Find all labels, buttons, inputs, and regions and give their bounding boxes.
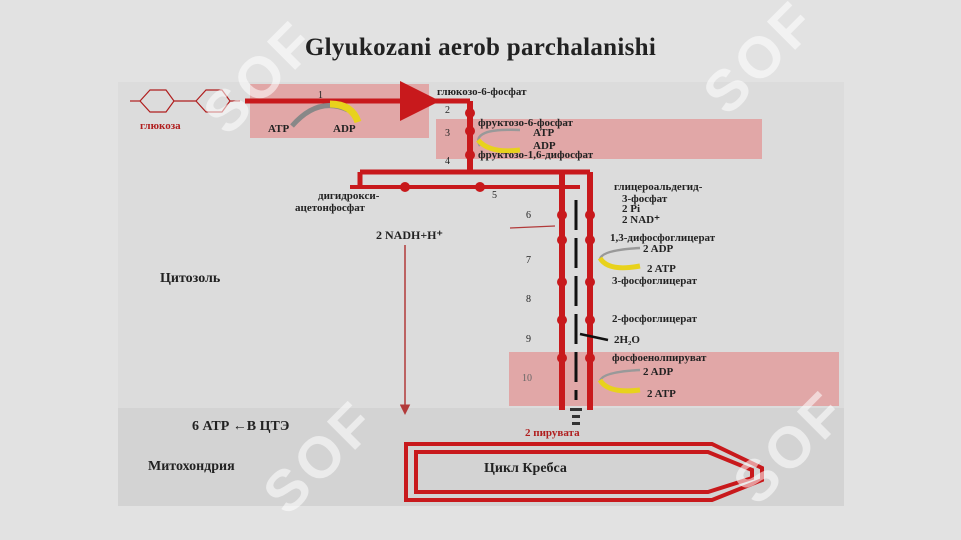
step-number-5: 5 <box>492 190 497 201</box>
f6p-label: фруктозо-6-фосфат <box>478 117 573 129</box>
step3-cofactor-arrow <box>476 138 521 154</box>
step-number-3: 3 <box>445 128 450 139</box>
step-number-10: 10 <box>522 373 532 384</box>
g3p-label-line2: 3-фосфат <box>622 193 668 205</box>
pi-label: 2 Pi <box>622 203 641 215</box>
f16bp-label: фруктозо-1,6-дифосфат <box>478 149 594 161</box>
step1-adp-label: ADP <box>333 123 356 135</box>
step-number-4: 4 <box>445 156 450 167</box>
step7-atp-label: 2 ATP <box>647 263 676 275</box>
step-number-1: 1 <box>318 90 323 101</box>
step7-cofactor-arrow <box>597 256 641 271</box>
nad-label: 2 NAD⁺ <box>622 214 660 226</box>
step10-adp-label: 2 ADP <box>643 366 674 378</box>
cytosol-label: Цитозоль <box>160 271 221 286</box>
g6p-label: глюкозо-6-фосфат <box>437 86 527 98</box>
etc-label: 6 АТР ←В ЦТЭ <box>192 419 290 434</box>
step10-cofactor-arrow <box>597 378 641 394</box>
h2o-label: 2H₂O <box>614 334 640 346</box>
dhap-label-line1: дигидрокси- <box>318 190 380 202</box>
pg2-label: 2-фосфоглицерат <box>612 313 698 325</box>
bpg13-label: 1,3-дифосфоглицерат <box>610 232 716 244</box>
glucose-structure-icon <box>130 89 240 113</box>
step10-atp-label: 2 ATP <box>647 388 676 400</box>
highlight-box-step1 <box>250 84 429 138</box>
krebs-cycle-frame <box>404 442 764 502</box>
nadh-label: 2 NADH+H⁺ <box>376 228 443 242</box>
pyruvate-label: 2 пирувата <box>525 427 580 439</box>
step-number-9: 9 <box>526 334 531 345</box>
slide-title: Glyukozani aerob parchalanishi <box>304 34 657 61</box>
pyruvate-structure-icon <box>570 408 582 425</box>
g3p-label-line1: глицероальдегид- <box>614 181 703 193</box>
step7-adp-label: 2 ADP <box>643 243 674 255</box>
step1-cofactor-arrow <box>329 100 362 124</box>
step-number-7: 7 <box>526 255 531 266</box>
pg3-label: 3-фосфоглицерат <box>612 275 698 287</box>
step-number-2: 2 <box>445 105 450 116</box>
step-number-8: 8 <box>526 294 531 305</box>
mitochondria-label: Митохондрия <box>148 459 235 474</box>
step9-water-arrow <box>579 332 609 342</box>
dhap-label-line2: ацетонфосфат <box>295 202 365 214</box>
highlight-box-step3 <box>436 119 762 159</box>
step1-atp-label: ATP <box>268 123 290 135</box>
step-number-6: 6 <box>526 210 531 221</box>
step3-adp-label: ADP <box>533 140 556 152</box>
step3-atp-label: ATP <box>533 127 555 139</box>
krebs-label: Цикл Кребса <box>484 461 567 476</box>
glucose-label: глюкоза <box>140 120 181 132</box>
pep-label: фосфоенолпируват <box>612 352 707 364</box>
